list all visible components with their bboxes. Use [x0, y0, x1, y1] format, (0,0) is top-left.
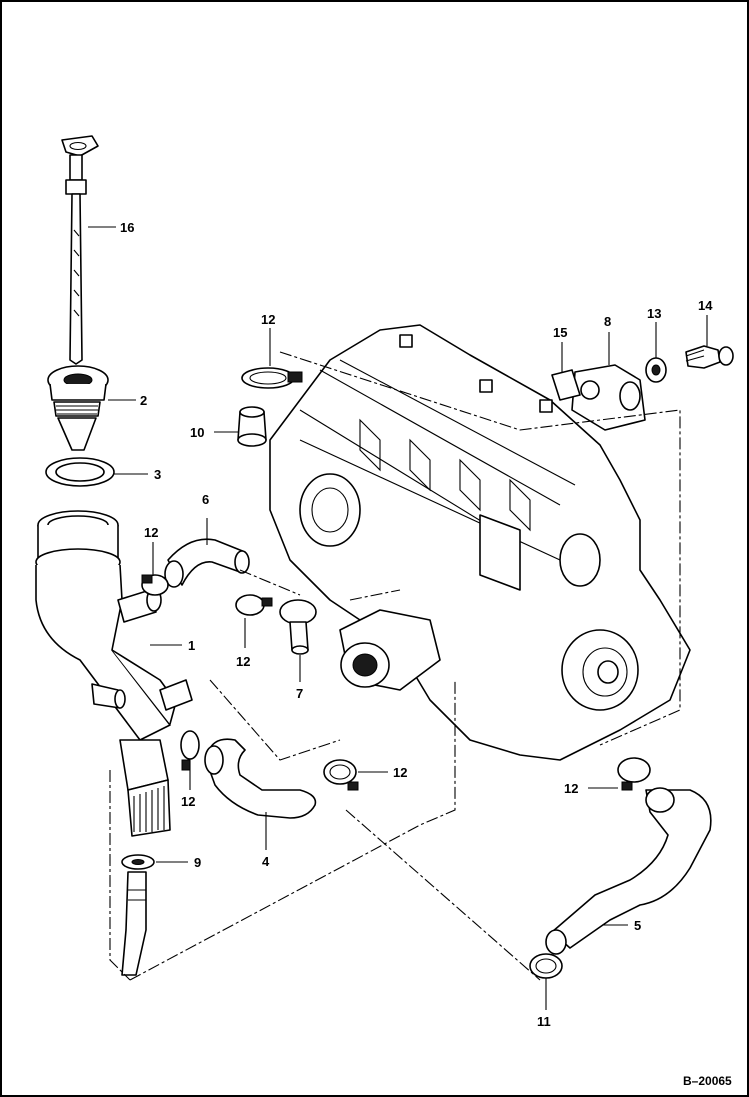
- callout-12-mid: 12: [236, 654, 250, 669]
- engine-block: [269, 324, 691, 761]
- callout-10: 10: [190, 425, 204, 440]
- leader-lines: [88, 226, 708, 1010]
- hose-6: [164, 538, 250, 588]
- callout-7: 7: [296, 686, 303, 701]
- callout-8: 8: [604, 314, 611, 329]
- hose-clamp-lower-mid: [323, 759, 359, 791]
- callout-14: 14: [698, 298, 713, 313]
- dipstick: [61, 135, 99, 365]
- hose-5: [545, 787, 712, 955]
- callout-13: 13: [647, 306, 661, 321]
- fitting-7: [279, 599, 317, 655]
- sleeve-10: [237, 406, 267, 447]
- callout-6: 6: [202, 492, 209, 507]
- callout-9: 9: [194, 855, 201, 870]
- callout-16: 16: [120, 220, 134, 235]
- hose-clamp-bottom: [529, 953, 563, 979]
- callout-3: 3: [154, 467, 161, 482]
- hose-clamp-lower-left: [180, 730, 200, 771]
- callout-15: 15: [553, 325, 567, 340]
- callout-4: 4: [262, 854, 270, 869]
- hose-clamp-top: [241, 367, 303, 389]
- callout-12-right: 12: [564, 781, 578, 796]
- outlet-housing-8: [571, 364, 646, 431]
- washer-and-drain-tube: [121, 854, 155, 976]
- callout-12-lower-mid: 12: [393, 765, 407, 780]
- filler-cap: [47, 365, 109, 451]
- callout-2: 2: [140, 393, 147, 408]
- callout-labels: 16 2 3 1 4 5 6 7 8 9 10 11 12 12 12 12 1…: [120, 220, 713, 1029]
- hose-clamp-mid: [235, 594, 273, 616]
- callout-5: 5: [634, 918, 641, 933]
- o-ring-seal: [45, 457, 115, 487]
- callout-1: 1: [188, 638, 195, 653]
- filler-tube: [35, 510, 193, 837]
- figure-number: B–20065: [683, 1074, 732, 1088]
- hose-clamp-right: [617, 757, 651, 791]
- gasket-15: [551, 369, 581, 401]
- callout-12-lower-left: 12: [181, 794, 195, 809]
- phantom-lines: [109, 351, 681, 981]
- callout-12-left: 12: [144, 525, 158, 540]
- hose-clamps: [141, 367, 651, 979]
- washer-13: [645, 357, 667, 383]
- hose-clamp-left: [141, 574, 169, 596]
- bolt-14: [685, 345, 734, 369]
- callout-11: 11: [537, 1014, 551, 1029]
- callout-12-top: 12: [261, 312, 275, 327]
- hose-4: [204, 738, 317, 819]
